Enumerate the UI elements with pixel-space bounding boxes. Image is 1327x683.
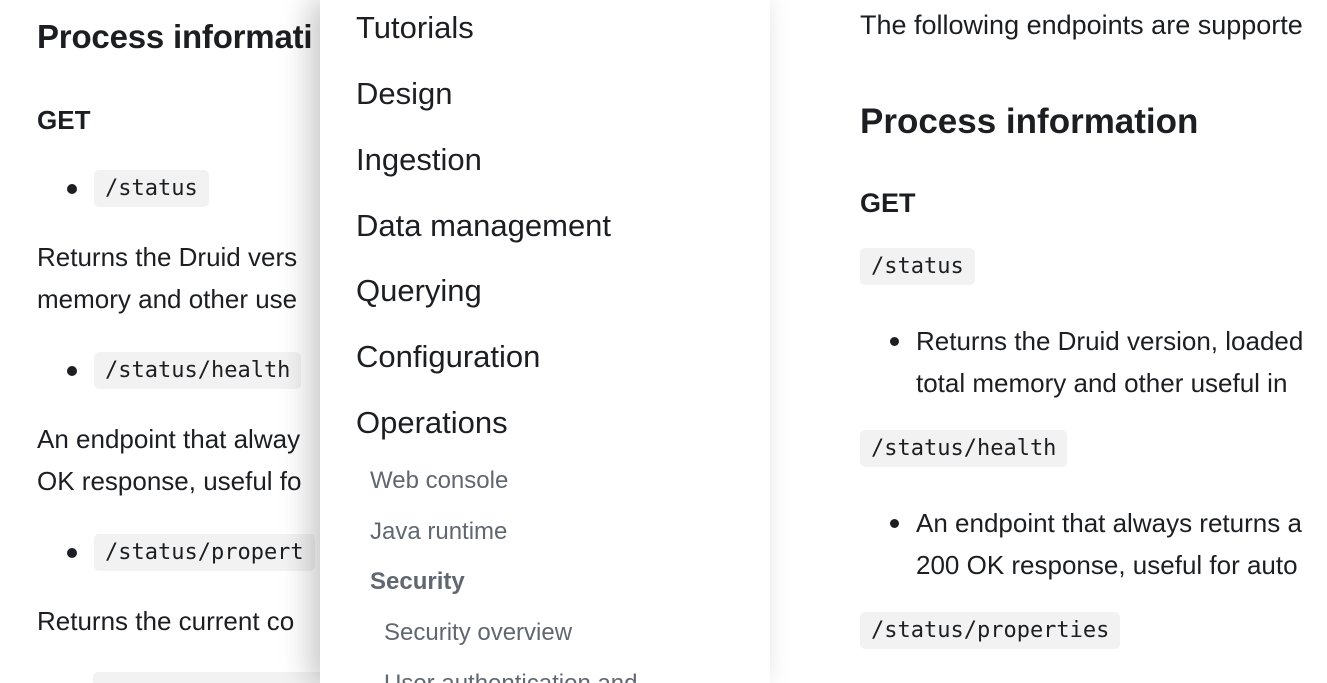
- endpoint-code: /status: [860, 248, 975, 285]
- endpoint-code: /status/propert: [94, 534, 315, 571]
- main-content: The following endpoints are supporte Pro…: [860, 0, 1327, 683]
- endpoint-code: /status/health: [94, 352, 302, 389]
- chevron-right-icon[interactable]: [766, 15, 770, 41]
- chevron-right-icon[interactable]: [766, 344, 770, 370]
- description-line: An endpoint that always returns a: [916, 508, 1302, 538]
- description-line: total memory and other useful in: [916, 368, 1288, 398]
- sidebar-subitem-user-authentication[interactable]: User authentication and: [384, 670, 638, 683]
- sidebar-item-label: Operations: [356, 405, 508, 440]
- sidebar-item-data-management[interactable]: Data management: [356, 198, 770, 254]
- description-line: memory and other use: [37, 284, 298, 314]
- sidebar-subitem-java-runtime[interactable]: Java runtime: [370, 518, 508, 545]
- chevron-right-icon[interactable]: [766, 278, 770, 304]
- endpoint-code: /status/properties: [860, 612, 1121, 649]
- bullet-dot: [67, 547, 77, 558]
- description-line: 200 OK response, useful for auto: [916, 550, 1298, 580]
- background-page: Process informati GET /status Returns th…: [0, 0, 330, 683]
- chevron-right-icon[interactable]: [766, 147, 770, 173]
- sidebar-item-design[interactable]: Design: [356, 66, 770, 122]
- sidebar-item-tutorials[interactable]: Tutorials: [356, 0, 770, 56]
- sidebar-subitem-security-overview[interactable]: Security overview: [384, 619, 573, 646]
- page-heading: Process information: [860, 102, 1199, 141]
- sidebar-item-label: Tutorials: [356, 10, 474, 45]
- endpoint-code-block: /status: [860, 248, 975, 285]
- description-line: Returns the current co: [37, 606, 295, 636]
- description-line: Returns the Druid version, loaded: [916, 326, 1304, 356]
- description-line: OK response, useful fo: [37, 466, 302, 496]
- endpoint-description: Returns the current co: [37, 600, 294, 642]
- method-label: GET: [37, 105, 91, 135]
- bullet-dot: [67, 183, 77, 194]
- bullet-dot: [890, 337, 899, 346]
- list-item: /status/health: [37, 352, 302, 389]
- sidebar-item-querying[interactable]: Querying: [356, 263, 770, 319]
- sidebar-item-operations[interactable]: Operations: [356, 395, 770, 451]
- sidebar-subitem-security[interactable]: Security: [370, 568, 465, 595]
- endpoint-code-block: /status/health: [860, 430, 1068, 467]
- endpoint-description: An endpoint that alway OK response, usef…: [37, 418, 301, 502]
- list-item: /status: [37, 170, 209, 207]
- sidebar-item-configuration[interactable]: Configuration: [356, 329, 770, 385]
- endpoint-code: /status: [94, 170, 209, 207]
- endpoint-code-block: /status/properties: [860, 612, 1121, 649]
- endpoint-description: An endpoint that always returns a 200 OK…: [916, 502, 1302, 586]
- list-item: /status/propert: [37, 534, 315, 571]
- sidebar-item-label: Data management: [356, 208, 612, 243]
- description-line: Returns the Druid vers: [37, 242, 298, 272]
- sidebar-item-label: Design: [356, 76, 453, 111]
- intro-text: The following endpoints are supporte: [860, 10, 1303, 40]
- sidebar-drawer: Tutorials Design Ingestion Data manageme…: [320, 0, 770, 683]
- chevron-down-icon[interactable]: [766, 412, 770, 438]
- sidebar-subitem-web-console[interactable]: Web console: [370, 467, 509, 494]
- endpoint-code: /status/health: [860, 430, 1068, 467]
- method-label: GET: [860, 188, 916, 218]
- sidebar-item-ingestion[interactable]: Ingestion: [356, 132, 770, 188]
- sidebar-item-label: Querying: [356, 273, 482, 308]
- sidebar-item-label: Configuration: [356, 339, 541, 374]
- endpoint-description: Returns the Druid vers memory and other …: [37, 236, 297, 320]
- bullet-dot: [890, 519, 899, 528]
- page-heading: Process informati: [37, 18, 313, 55]
- chevron-right-icon[interactable]: [766, 81, 770, 107]
- list-item: Returns the Druid version, loaded total …: [890, 320, 1303, 404]
- chevron-right-icon[interactable]: [766, 213, 770, 239]
- list-item: An endpoint that always returns a 200 OK…: [890, 502, 1302, 586]
- bullet-dot: [67, 365, 77, 376]
- description-line: An endpoint that alway: [37, 424, 301, 454]
- sidebar-item-label: Ingestion: [356, 142, 482, 177]
- endpoint-description: Returns the Druid version, loaded total …: [916, 320, 1303, 404]
- code-block: [93, 672, 323, 683]
